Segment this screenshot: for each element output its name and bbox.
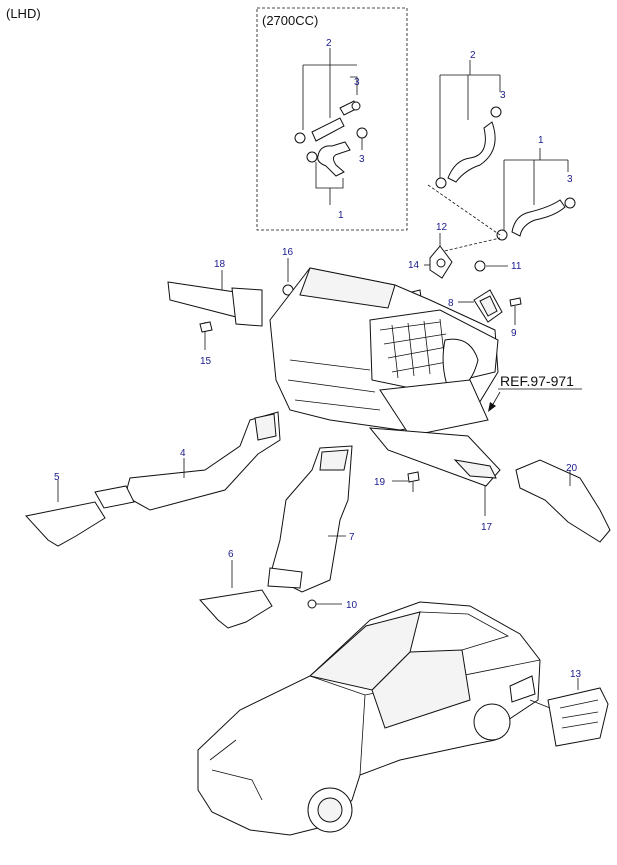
- vent-13: [529, 678, 609, 747]
- bolt-9: [509, 297, 522, 325]
- callout-12: 12: [436, 222, 448, 233]
- duct-20: [515, 459, 611, 543]
- gasket-8: [458, 289, 503, 323]
- variant-label: (LHD): [6, 6, 41, 21]
- drain-tray-17: [368, 427, 501, 516]
- callout-14: 14: [408, 260, 420, 271]
- reference-label: REF.97-971: [500, 373, 574, 389]
- callout-19: 19: [374, 477, 386, 488]
- callout-20: 20: [566, 463, 578, 474]
- vent-5: [25, 480, 135, 547]
- nut-11: [474, 260, 508, 272]
- box-hose-assembly: [294, 48, 368, 205]
- screw-15: [199, 321, 213, 333]
- callout-5: 5: [54, 472, 60, 483]
- callout-3-box-a: 3: [354, 77, 360, 88]
- callout-16: 16: [282, 247, 294, 258]
- grommet-12: [429, 233, 453, 279]
- duct-7: [269, 445, 353, 593]
- vehicle-silhouette: [197, 601, 541, 836]
- vent-6: [199, 560, 303, 629]
- callout-3-right-a: 3: [500, 90, 506, 101]
- callout-13: 13: [570, 669, 582, 680]
- engine-variant-box: [256, 7, 408, 231]
- duct-18: [167, 270, 263, 327]
- callout-8: 8: [448, 298, 454, 309]
- callout-6: 6: [228, 549, 234, 560]
- callout-15: 15: [200, 356, 212, 367]
- callout-9: 9: [511, 328, 517, 339]
- callout-18: 18: [214, 259, 226, 270]
- engine-variant-label: (2700CC): [262, 13, 318, 28]
- callout-10: 10: [346, 600, 358, 611]
- callout-2-right: 2: [470, 50, 476, 61]
- hvac-housing: [269, 267, 499, 437]
- callout-3-box-b: 3: [359, 154, 365, 165]
- callout-17: 17: [481, 522, 493, 533]
- bolt-10: [307, 599, 342, 609]
- callout-4: 4: [180, 448, 186, 459]
- right-hose-assembly: [427, 60, 576, 253]
- duct-4: [124, 411, 281, 511]
- callout-11: 11: [511, 261, 522, 272]
- bolt-19: [392, 471, 420, 492]
- reference-arrow-icon: [488, 402, 496, 412]
- callout-7: 7: [349, 532, 355, 543]
- callout-1-box: 1: [338, 210, 344, 221]
- callout-3-right-b: 3: [567, 174, 573, 185]
- callout-1-right: 1: [538, 135, 544, 146]
- callout-2-box: 2: [326, 38, 332, 49]
